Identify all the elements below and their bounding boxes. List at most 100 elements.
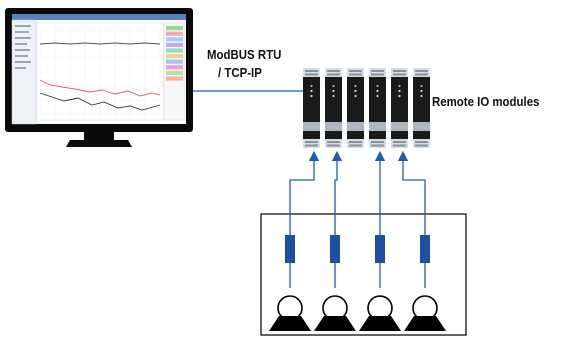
screen-trend-grid <box>37 23 163 120</box>
pump-base <box>404 316 446 331</box>
io-module-terminal <box>305 144 318 147</box>
io-module-led <box>420 89 423 93</box>
screen-legend-swatch <box>166 37 183 42</box>
io-module-led <box>354 89 357 93</box>
sensor-element <box>330 235 340 263</box>
io-module-led <box>354 84 357 88</box>
io-module-terminal <box>349 73 362 76</box>
io-module-bottom-cap <box>303 139 320 148</box>
screen-legend-swatch <box>166 76 183 81</box>
screen-legend-swatch <box>166 42 183 47</box>
field-device-1 <box>269 235 311 331</box>
screen-left-panel-items <box>15 25 31 69</box>
screen-trend-line-dark <box>39 92 161 111</box>
io-module-terminal <box>371 144 384 147</box>
monitor-neck <box>84 132 114 140</box>
io-module-led <box>354 94 357 98</box>
field-device-enclosure <box>260 213 467 336</box>
screen-legend-swatches <box>166 26 183 81</box>
screen-trend-line-top <box>39 42 161 45</box>
io-module-5 <box>391 68 408 148</box>
io-module-led <box>398 84 401 88</box>
signal-wire-1 <box>289 150 320 288</box>
io-module-terminal <box>371 73 384 76</box>
io-module-terminal <box>349 70 362 72</box>
field-device-2 <box>314 235 356 331</box>
io-module-terminal <box>349 141 362 143</box>
io-module-terminal <box>393 141 406 143</box>
io-module-led <box>398 94 401 98</box>
io-module-terminal <box>371 141 384 143</box>
io-module-terminal <box>393 73 406 76</box>
io-module-bottom-cap <box>325 139 342 148</box>
screen-trend-line-red <box>39 79 161 97</box>
io-module-body <box>413 68 430 148</box>
pump-base <box>359 316 401 331</box>
io-module-bottom-cap <box>347 139 364 148</box>
io-module-terminal <box>327 70 340 72</box>
io-module-top-cap <box>325 68 342 77</box>
io-module-3 <box>347 68 364 148</box>
io-module-4 <box>369 68 386 148</box>
protocol-label-line2: / TCP-IP <box>218 65 262 80</box>
io-module-top-cap <box>347 68 364 77</box>
signal-wire-4 <box>397 150 426 288</box>
monitor-base <box>66 140 132 147</box>
screen-legend-swatch <box>166 65 183 70</box>
pump-base <box>269 316 311 331</box>
io-module-led <box>376 94 379 98</box>
io-module-top-cap <box>391 68 408 77</box>
io-module-terminal <box>415 70 428 72</box>
protocol-label-line1: ModBUS RTU <box>207 47 282 62</box>
pump-base <box>314 316 356 331</box>
io-module-bottom-cap <box>391 139 408 148</box>
io-module-top-cap <box>303 68 320 77</box>
io-module-terminal <box>327 73 340 76</box>
screen-legend-swatch <box>166 54 183 59</box>
screen-legend-swatch <box>166 48 183 53</box>
io-module-6 <box>413 68 430 148</box>
io-module-top-cap <box>413 68 430 77</box>
screen-legend-swatch <box>166 26 183 31</box>
io-module-led <box>332 89 335 93</box>
io-module-bottom-cap <box>413 139 430 148</box>
sensor-element <box>420 235 430 263</box>
io-module-led <box>310 94 313 98</box>
remote-io-modules-label: Remote IO modules <box>432 94 540 109</box>
io-module-led <box>420 84 423 88</box>
io-module-body <box>369 68 386 148</box>
io-module-terminal <box>305 73 318 76</box>
io-module-terminal <box>415 141 428 143</box>
io-module-band <box>325 122 342 131</box>
io-module-terminal <box>371 70 384 72</box>
io-module-led <box>376 89 379 93</box>
io-module-band <box>413 122 430 131</box>
io-module-terminal <box>349 144 362 147</box>
field-devices <box>269 235 446 331</box>
io-module-terminal <box>393 144 406 147</box>
io-module-body <box>303 68 320 148</box>
io-module-terminal <box>327 144 340 147</box>
sensor-element <box>285 235 295 263</box>
signal-connections <box>289 150 426 288</box>
io-module-led <box>310 84 313 88</box>
field-device-3 <box>359 235 401 331</box>
io-module-terminal <box>393 70 406 72</box>
io-module-terminal <box>327 141 340 143</box>
io-module-1 <box>303 68 320 148</box>
io-module-led <box>398 89 401 93</box>
io-module-terminal <box>415 73 428 76</box>
io-module-terminal <box>305 141 318 143</box>
field-device-4 <box>404 235 446 331</box>
io-module-led <box>420 94 423 98</box>
io-module-led <box>310 89 313 93</box>
screen-legend-swatch <box>166 59 183 64</box>
io-module-terminal <box>305 70 318 72</box>
io-module-band <box>303 122 320 131</box>
io-module-led <box>332 94 335 98</box>
io-module-band <box>347 122 364 131</box>
io-module-2 <box>325 68 342 148</box>
sensor-element <box>375 235 385 263</box>
screen-left-panel <box>11 19 37 125</box>
io-module-bottom-cap <box>369 139 386 148</box>
